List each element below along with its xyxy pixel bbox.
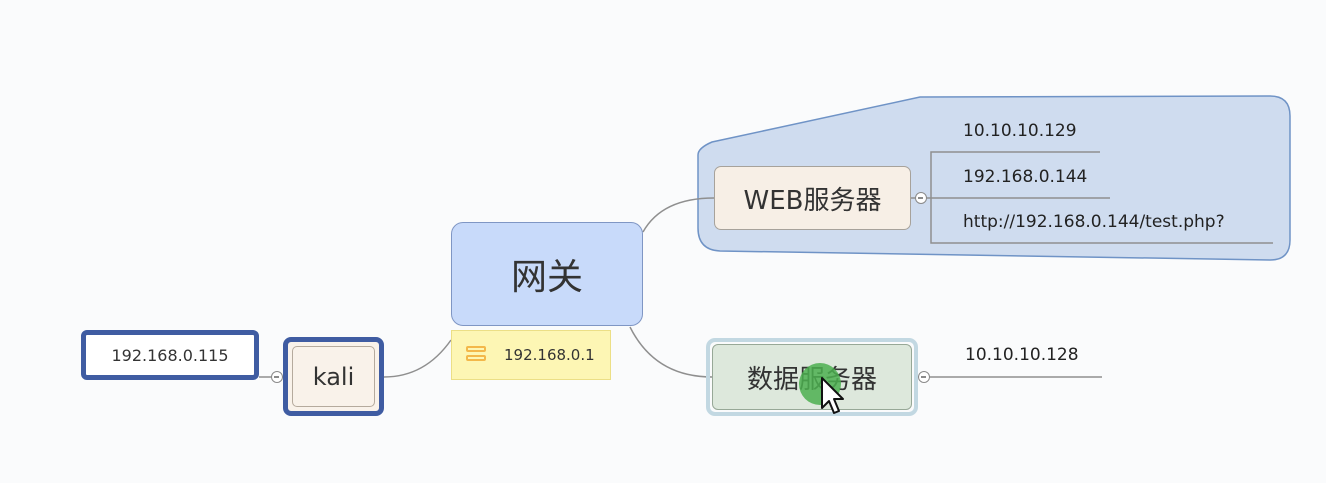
note-text: 192.168.0.1 [504,346,595,364]
collapse-web-server-button[interactable] [915,192,927,204]
db-server-child-1[interactable]: 10.10.10.128 [965,345,1079,365]
kali-child-1[interactable]: 192.168.0.115 [81,330,259,380]
collapse-db-server-button[interactable] [918,371,930,383]
collapse-kali-button[interactable] [271,371,283,383]
topic-web-server[interactable]: WEB服务器 [714,166,911,230]
connector-central-kali [383,339,452,378]
topic-kali[interactable]: kali [283,337,384,416]
web-server-child-3[interactable]: http://192.168.0.144/test.php? [963,212,1225,232]
kali-child-1-label: 192.168.0.115 [111,345,229,365]
web-server-child-1[interactable]: 10.10.10.129 [963,121,1077,141]
central-topic-label: 网关 [510,257,583,298]
topic-web-server-label: WEB服务器 [743,185,882,216]
web-server-child-2[interactable]: 192.168.0.144 [963,167,1088,187]
central-topic[interactable]: 网关 [451,222,643,326]
connector-central-web [642,197,715,233]
connector-central-db [629,326,713,378]
db-server-selection-glow [706,338,918,416]
mouse-cursor-icon [799,363,844,414]
topic-kali-label: kali [312,362,355,391]
note-icon [466,346,488,364]
topic-kali-inner-border [292,346,375,407]
central-topic-note[interactable]: 192.168.0.1 [451,330,611,380]
